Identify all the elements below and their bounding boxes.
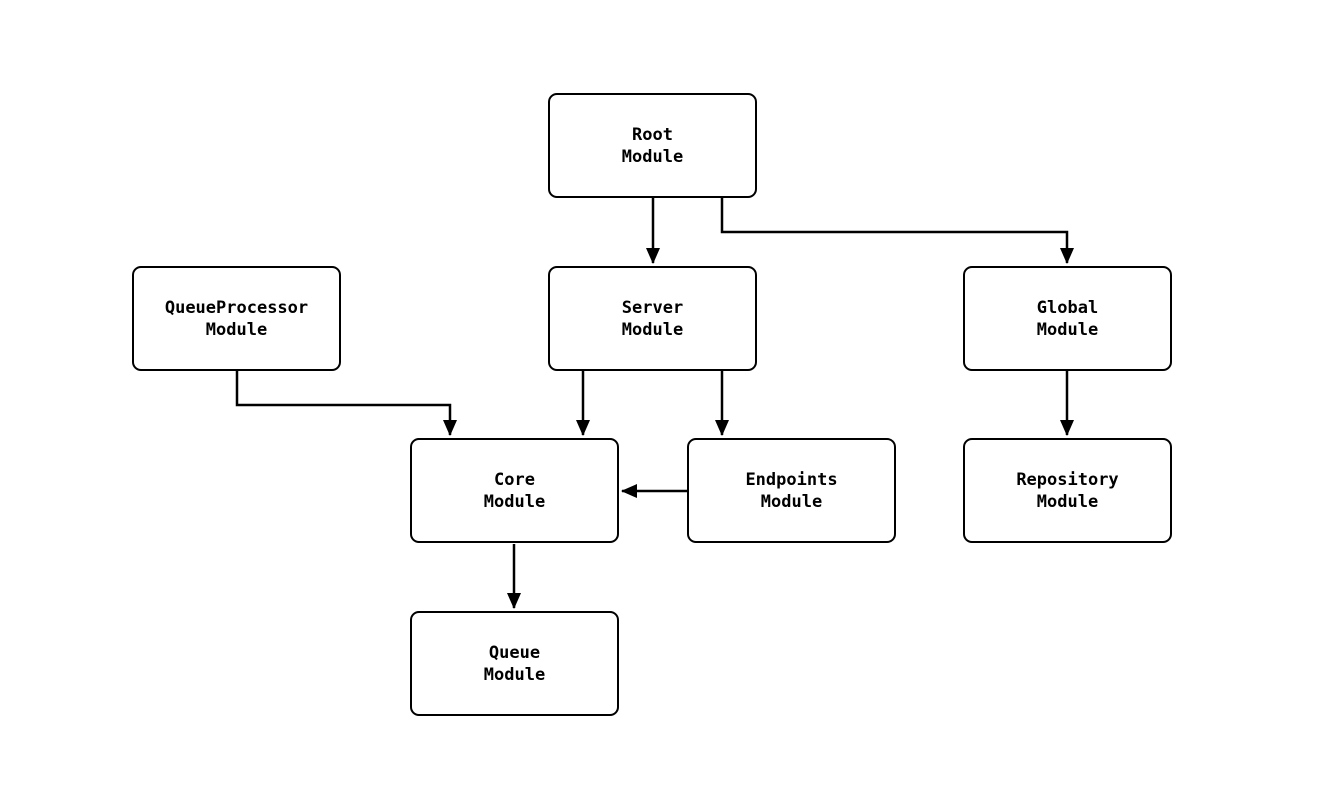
node-label-line: Module (621, 146, 684, 167)
node-label-line: Module (1036, 319, 1099, 340)
node-label-line: Repository (1016, 469, 1119, 490)
node-core-module: Core Module (410, 438, 619, 543)
node-queue-module: Queue Module (410, 611, 619, 716)
node-label-line: Module (1036, 491, 1099, 512)
node-label-line: Module (760, 491, 823, 512)
node-global-module: Global Module (963, 266, 1172, 371)
node-server-module: Server Module (548, 266, 757, 371)
node-label-line: QueueProcessor (164, 297, 309, 318)
node-queueprocessor-module: QueueProcessor Module (132, 266, 341, 371)
node-root-module: Root Module (548, 93, 757, 198)
node-label-line: Endpoints (745, 469, 838, 490)
node-label-line: Server (621, 297, 684, 318)
node-label-line: Global (1036, 297, 1099, 318)
edge-queueprocessor-to-core (235, 371, 457, 436)
node-label-line: Root (632, 124, 673, 145)
node-label-line: Module (483, 664, 546, 685)
edge-root-to-global (720, 198, 1074, 264)
node-label-line: Queue (488, 642, 541, 663)
node-label-line: Module (205, 319, 268, 340)
node-repository-module: Repository Module (963, 438, 1172, 543)
node-label-line: Module (621, 319, 684, 340)
node-label-line: Module (483, 491, 546, 512)
node-endpoints-module: Endpoints Module (687, 438, 896, 543)
node-label-line: Core (494, 469, 535, 490)
